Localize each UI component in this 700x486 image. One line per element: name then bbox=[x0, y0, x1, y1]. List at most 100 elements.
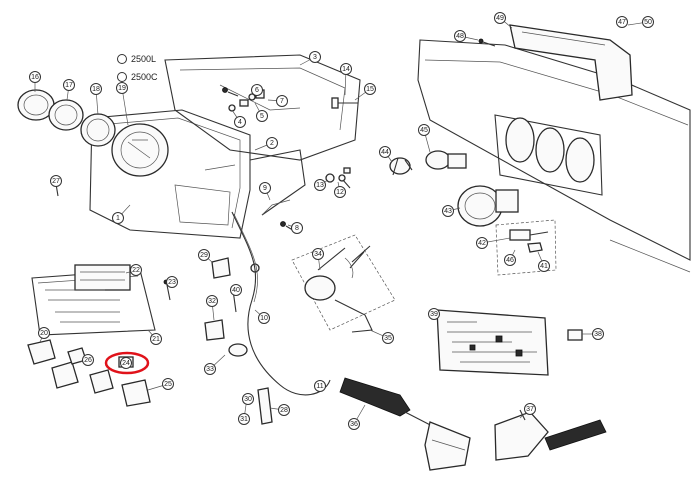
callout-15: 15 bbox=[354, 83, 376, 101]
leader-line-19 bbox=[121, 87, 129, 126]
dashboard-bracket bbox=[164, 54, 361, 216]
callout-circle-16 bbox=[29, 71, 41, 83]
callout-31: 31 bbox=[238, 404, 250, 425]
callout-number-18: 18 bbox=[92, 86, 100, 93]
callout-circle-28 bbox=[278, 404, 290, 416]
callout-circle-19 bbox=[116, 82, 128, 94]
callout-49: 49 bbox=[494, 12, 513, 29]
callout-number-1: 1 bbox=[116, 215, 120, 222]
callout-circle-40 bbox=[230, 284, 242, 296]
callout-number-16: 16 bbox=[31, 74, 39, 81]
callout-2: 2 bbox=[254, 137, 278, 151]
callout-number-27: 27 bbox=[52, 178, 60, 185]
callout-circle-42 bbox=[476, 237, 488, 249]
callout-circle-47 bbox=[616, 16, 628, 28]
callout-number-33: 33 bbox=[206, 366, 214, 373]
rocker-switches bbox=[27, 339, 151, 407]
highlight-ring bbox=[104, 351, 150, 375]
callout-number-13: 13 bbox=[316, 182, 324, 189]
callout-14: 14 bbox=[340, 63, 352, 96]
callout-circle-2 bbox=[266, 137, 278, 149]
callout-38: 38 bbox=[582, 328, 604, 340]
callout-circle-27 bbox=[50, 175, 62, 187]
callout-circle-26 bbox=[82, 354, 94, 366]
clock-gauge bbox=[457, 185, 519, 227]
callout-number-17: 17 bbox=[65, 82, 73, 89]
callout-35: 35 bbox=[369, 329, 394, 344]
callout-circle-1 bbox=[112, 212, 124, 224]
callout-circle-43 bbox=[442, 205, 454, 217]
callout-circle-20 bbox=[38, 327, 50, 339]
callout-11: 11 bbox=[314, 380, 326, 392]
callout-circle-22 bbox=[130, 264, 142, 276]
callout-circle-21 bbox=[150, 333, 162, 345]
callout-circle-15 bbox=[364, 83, 376, 95]
callout-circle-35 bbox=[382, 332, 394, 344]
callout-circle-41 bbox=[538, 260, 550, 272]
callout-number-14: 14 bbox=[342, 66, 350, 73]
callout-circle-30 bbox=[242, 393, 254, 405]
callout-circle-45 bbox=[418, 124, 430, 136]
callout-number-10: 10 bbox=[260, 315, 268, 322]
callout-50: 50 bbox=[627, 16, 654, 28]
callout-number-41: 41 bbox=[540, 263, 548, 270]
callout-9: 9 bbox=[259, 182, 271, 201]
callout-number-4: 4 bbox=[238, 119, 242, 126]
callout-number-45: 45 bbox=[420, 127, 428, 134]
callout-5: 5 bbox=[254, 102, 268, 122]
printed-circuit-board bbox=[436, 309, 549, 376]
callout-number-50: 50 bbox=[644, 19, 652, 26]
callout-circle-8 bbox=[291, 222, 303, 234]
callout-number-25: 25 bbox=[164, 381, 172, 388]
callout-number-26: 26 bbox=[84, 357, 92, 364]
callout-number-5: 5 bbox=[260, 113, 264, 120]
callout-circle-14 bbox=[340, 63, 352, 75]
callout-circle-29 bbox=[198, 249, 210, 261]
callout-number-29: 29 bbox=[200, 252, 208, 259]
callout-number-32: 32 bbox=[208, 298, 216, 305]
callout-circle-48 bbox=[454, 30, 466, 42]
callout-8: 8 bbox=[287, 222, 303, 234]
callout-number-12: 12 bbox=[336, 189, 344, 196]
callout-22: 22 bbox=[125, 264, 142, 276]
callout-circle-23 bbox=[166, 276, 178, 288]
callout-number-19: 19 bbox=[118, 85, 126, 92]
callout-circle-37 bbox=[524, 403, 536, 415]
callout-16: 16 bbox=[29, 71, 41, 92]
callout-number-21: 21 bbox=[152, 336, 160, 343]
clips-and-grommets bbox=[53, 179, 260, 357]
callout-circle-13 bbox=[314, 179, 326, 191]
callout-13: 13 bbox=[314, 179, 329, 191]
callout-circle-39 bbox=[428, 308, 440, 320]
callout-circle-11 bbox=[314, 380, 326, 392]
callout-circle-3 bbox=[309, 51, 321, 63]
callout-12: 12 bbox=[334, 181, 346, 198]
callout-number-43: 43 bbox=[444, 208, 452, 215]
callout-circle-25 bbox=[162, 378, 174, 390]
callout-number-3: 3 bbox=[313, 54, 317, 61]
callout-36: 36 bbox=[348, 404, 366, 430]
callout-number-11: 11 bbox=[316, 383, 323, 390]
callout-number-20: 20 bbox=[40, 330, 48, 337]
callout-43: 43 bbox=[442, 205, 461, 217]
callout-number-22: 22 bbox=[132, 267, 140, 274]
callout-4: 4 bbox=[231, 109, 246, 128]
callout-17: 17 bbox=[63, 79, 75, 101]
callout-30: 30 bbox=[242, 393, 254, 405]
callout-34: 34 bbox=[312, 248, 324, 271]
callout-37: 37 bbox=[519, 403, 536, 419]
callout-circle-34 bbox=[312, 248, 324, 260]
callout-number-23: 23 bbox=[168, 279, 176, 286]
callout-circle-38 bbox=[592, 328, 604, 340]
dashboard-trim-panel bbox=[417, 39, 691, 273]
callout-41: 41 bbox=[537, 251, 550, 272]
callout-number-46: 46 bbox=[506, 257, 514, 264]
callout-28: 28 bbox=[269, 404, 290, 416]
speedometer-cable bbox=[231, 211, 331, 396]
callout-number-28: 28 bbox=[280, 407, 288, 414]
callout-number-24: 24 bbox=[122, 360, 130, 367]
callout-circle-5 bbox=[256, 110, 268, 122]
gauge-cluster bbox=[17, 89, 169, 177]
